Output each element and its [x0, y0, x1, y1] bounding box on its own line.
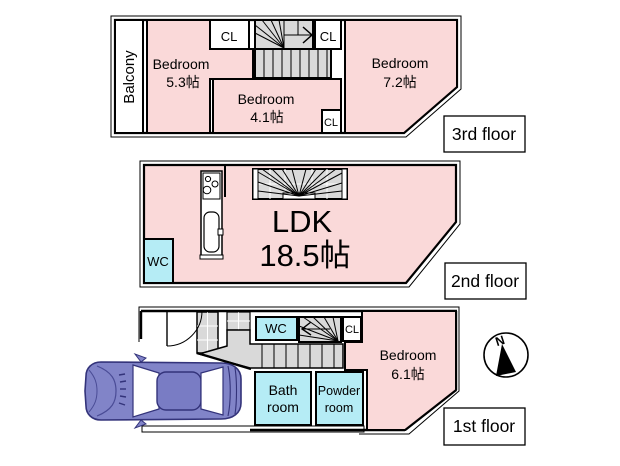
- bath-room-label-1: Bath: [269, 382, 298, 398]
- closet-a-label: CL: [221, 29, 238, 44]
- car-mirror-left: [133, 352, 148, 363]
- floor-2-label-box: [444, 262, 527, 300]
- ldk-size: 18.5帖: [259, 238, 350, 273]
- car-icon: [84, 352, 242, 430]
- stairs-3f-winder-steps: [254, 19, 285, 49]
- wc-2f-label: WC: [147, 254, 169, 269]
- powder-room: [315, 371, 364, 426]
- bath-room: [254, 371, 312, 426]
- closet-b-box: [314, 19, 342, 50]
- floor-3-label-box: [443, 115, 526, 153]
- bedroom-4_1-room: [212, 78, 342, 134]
- car-roof: [156, 371, 202, 411]
- stairs-1f-down-arrow: [300, 321, 312, 336]
- floor-1-label-box: [443, 407, 526, 446]
- bedroom-5_3-size: 5.3帖: [166, 74, 199, 90]
- stove-burner-icon: [204, 175, 212, 183]
- powder-room-label-2: room: [325, 401, 353, 415]
- entry-tiles: [196, 311, 251, 354]
- bedroom-4_1-size: 4.1帖: [250, 109, 283, 125]
- floor-1: WC CL Bedroom 6.1帖 Bath room Powder room: [84, 306, 529, 446]
- compass-north-label: N: [494, 333, 507, 349]
- stairs-2f: [252, 168, 348, 200]
- ldk-name: LDK: [272, 204, 333, 239]
- bedroom-7_2-name: Bedroom: [372, 55, 429, 71]
- balcony-label: Balcony: [121, 50, 138, 104]
- stairs-1f: [298, 316, 342, 343]
- compass-icon: N: [483, 332, 529, 378]
- stairs-3f-up-arrow: [302, 26, 314, 44]
- powder-room-label-1: Powder: [318, 384, 360, 398]
- floor-3: Balcony Bedroom 5.3帖 CL: [110, 15, 526, 153]
- floor-3-label: 3rd floor: [452, 124, 516, 144]
- car-windshield: [132, 364, 160, 418]
- stove-burner-icon: [202, 185, 212, 195]
- floor-2: WC LDK 18.5帖 2nd fl: [139, 160, 527, 300]
- stove-burner-icon: [211, 180, 219, 188]
- kitchen-counter: [199, 165, 226, 260]
- floor-1-label: 1st floor: [453, 416, 515, 436]
- closet-b-label: CL: [320, 29, 337, 44]
- closet-1f-label: CL: [345, 324, 359, 336]
- stairs-3f: [254, 19, 332, 79]
- wc-1f-label: WC: [265, 321, 287, 336]
- floor-1-outer-wall: [138, 306, 460, 435]
- bedroom-6_1-name: Bedroom: [380, 347, 437, 363]
- car-hood-vents: [118, 373, 127, 406]
- wc-2f-room: [143, 238, 174, 284]
- closet-c-label: CL: [324, 117, 338, 129]
- hallway-stair-run: [196, 329, 344, 369]
- bedroom-7_2-room: [344, 19, 458, 134]
- bath-room-label-2: room: [267, 399, 299, 415]
- stairs-2f-winder-steps: [257, 168, 343, 197]
- car-rear-window: [200, 366, 224, 416]
- closet-a-box: [209, 19, 250, 50]
- stairs-3f-run-steps: [263, 49, 328, 78]
- bedroom-5_3-name: Bedroom: [153, 56, 210, 72]
- bedroom-7_2-size: 7.2帖: [383, 74, 416, 90]
- bedroom-4_1-name: Bedroom: [238, 91, 295, 107]
- wc-1f-room: [255, 316, 298, 341]
- kitchen-sink-icon: [203, 211, 220, 253]
- car-mirror-right: [133, 419, 148, 430]
- bedroom-6_1-room: [344, 310, 457, 431]
- closet-c-box: [321, 109, 342, 134]
- floor-2-label: 2nd floor: [451, 271, 519, 291]
- bedroom-6_1-size: 6.1帖: [391, 366, 424, 382]
- entrance-door: [166, 310, 203, 347]
- compass-needle: [496, 344, 516, 376]
- balcony-room: [114, 19, 144, 134]
